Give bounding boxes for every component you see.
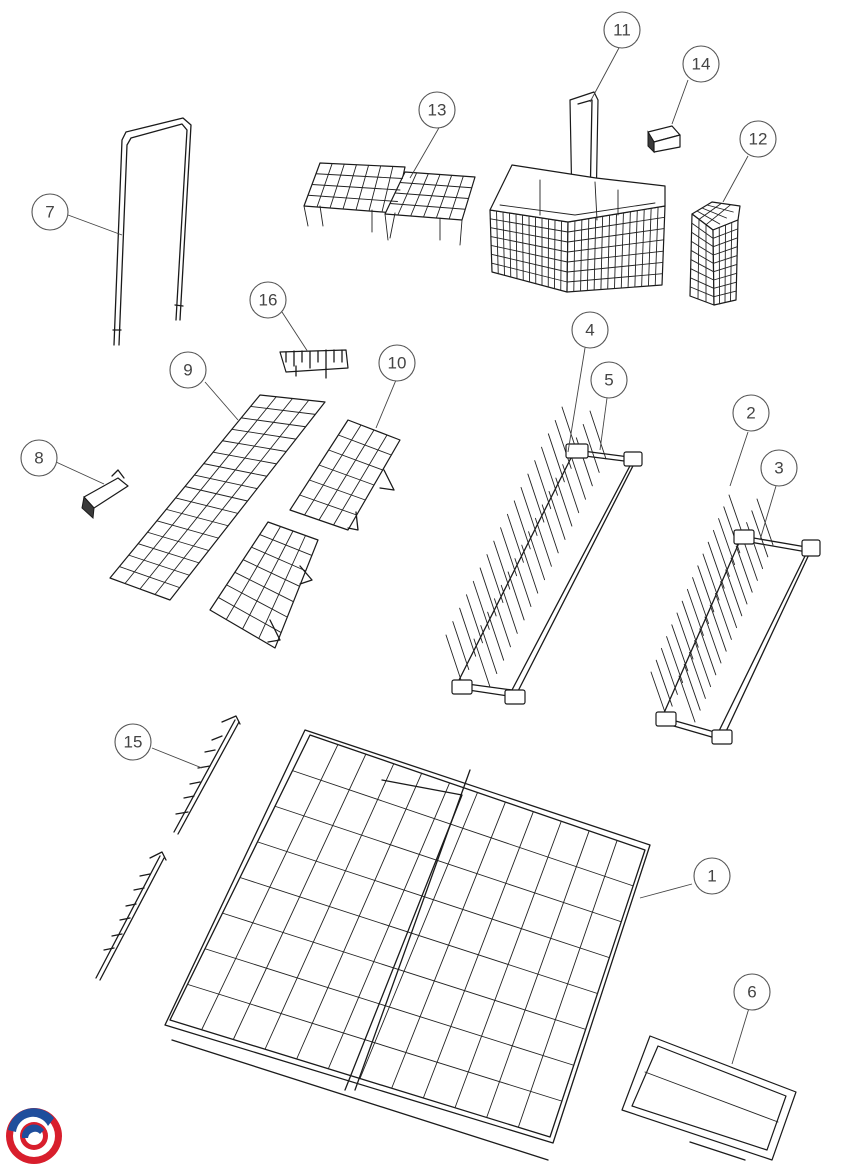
callout-13: 13 (418, 91, 456, 129)
callout-8: 8 (20, 439, 58, 477)
svg-text:9: 9 (183, 361, 192, 380)
part-13-basket-lid-grid (303, 162, 476, 246)
svg-text:16: 16 (259, 291, 278, 310)
callout-7: 7 (31, 193, 69, 231)
part-16-comb-clip (279, 349, 349, 379)
callout-5: 5 (590, 361, 628, 399)
callout-9: 9 (169, 351, 207, 389)
svg-text:6: 6 (747, 983, 756, 1002)
callout-16: 16 (249, 281, 287, 319)
callout-11: 11 (603, 11, 641, 49)
svg-text:4: 4 (585, 321, 594, 340)
callout-12: 12 (739, 120, 777, 158)
svg-text:11: 11 (613, 21, 631, 40)
svg-text:1: 1 (707, 867, 716, 886)
part-8-small-clip (81, 469, 129, 520)
callout-6: 6 (733, 973, 771, 1011)
svg-text:2: 2 (746, 404, 755, 423)
brand-logo (6, 1108, 62, 1164)
svg-text:8: 8 (34, 449, 43, 468)
svg-text:12: 12 (749, 130, 768, 149)
callout-leaders (55, 45, 777, 1065)
part-7-wire-handle (112, 117, 192, 346)
svg-text:7: 7 (45, 203, 54, 222)
part-4-plate-rack (445, 406, 643, 705)
part-1-lower-rack-basket (164, 729, 651, 1161)
svg-text:10: 10 (388, 354, 407, 373)
callout-3: 3 (760, 449, 798, 487)
callout-10: 10 (378, 344, 416, 382)
callout-1: 1 (693, 857, 731, 895)
part-12-small-cutlery-basket (689, 201, 741, 306)
part-9-cup-shelf (109, 394, 326, 601)
part-10-cup-shelf (209, 419, 401, 649)
part-14-small-cup (647, 125, 681, 154)
part-6-rack-tray (621, 1035, 797, 1161)
part-15-hook-strip (95, 715, 241, 981)
part-11-cutlery-basket (489, 91, 666, 293)
callouts: 1 2 3 4 5 6 7 8 9 10 11 12 13 14 15 16 (20, 11, 798, 1011)
svg-text:13: 13 (428, 101, 447, 120)
svg-text:3: 3 (774, 459, 783, 478)
callout-14: 14 (682, 45, 720, 83)
part-2-plate-rack (650, 494, 821, 745)
callout-15: 15 (114, 723, 152, 761)
svg-text:5: 5 (604, 371, 613, 390)
callout-4: 4 (571, 311, 609, 349)
callout-2: 2 (732, 394, 770, 432)
svg-text:15: 15 (124, 733, 143, 752)
svg-text:14: 14 (692, 55, 711, 74)
